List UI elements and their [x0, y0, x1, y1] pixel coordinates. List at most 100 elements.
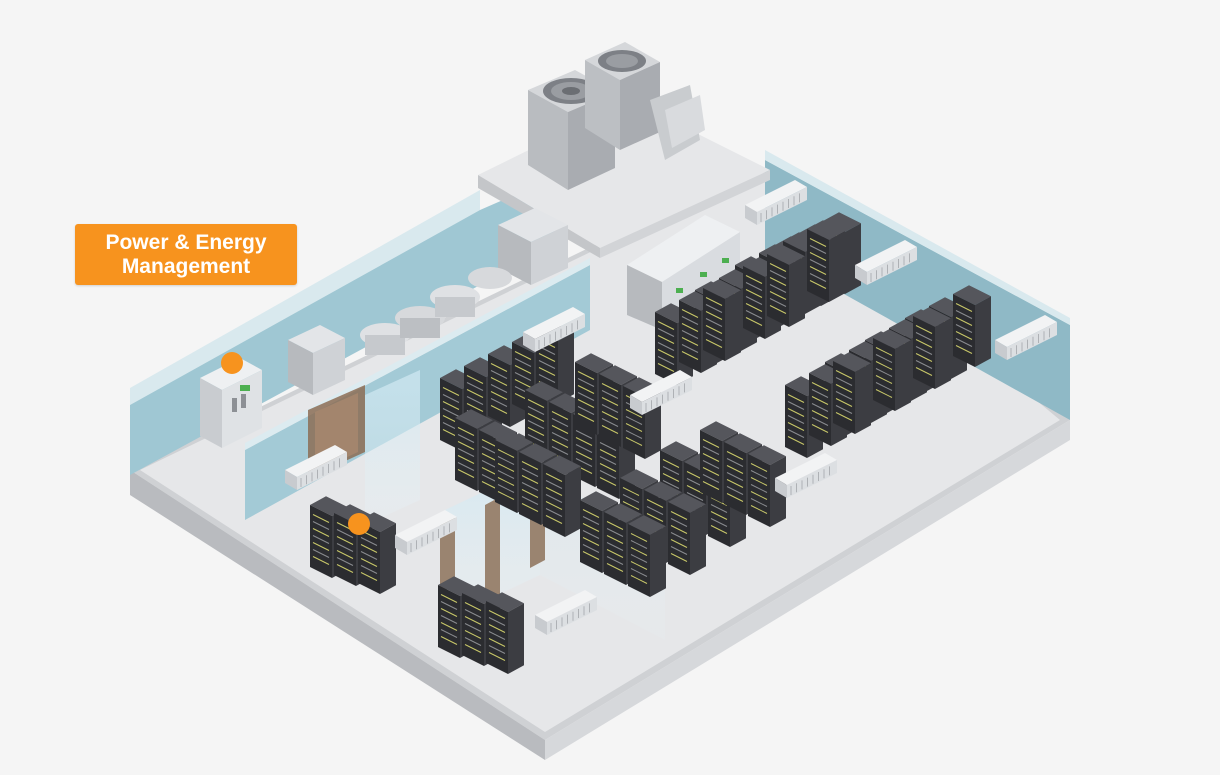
rack-unit-line: [622, 501, 640, 510]
rack-unit-line: [702, 453, 720, 462]
rack-unit-line: [606, 549, 624, 558]
rack-unit-line: [606, 521, 624, 530]
rack-unit-line: [601, 390, 619, 399]
rack-unit-line: [551, 411, 569, 420]
rack-unit-line: [702, 467, 720, 476]
rack-unit-line: [440, 608, 458, 617]
rack-unit-line: [809, 259, 827, 268]
rack-unit-line: [835, 398, 853, 407]
rack-unit-line: [545, 508, 563, 517]
rack-unit-line: [440, 601, 458, 610]
rack-unit-line: [577, 406, 595, 415]
rack-unit-line: [787, 415, 805, 424]
rack-unit-line: [750, 505, 768, 514]
rack-unit-line: [360, 572, 378, 581]
rack-unit-line: [915, 325, 933, 334]
ups-rack-hotspot[interactable]: [348, 513, 370, 535]
rack-unit-line: [488, 645, 506, 654]
rack-unit-line: [312, 542, 330, 551]
rack-unit-line: [601, 425, 619, 434]
rack-unit-line: [702, 439, 720, 448]
power-energy-management-callout[interactable]: Power & Energy Management: [75, 224, 297, 285]
rack-unit-line: [670, 511, 688, 520]
power-distribution-cabinet-hotspot[interactable]: [221, 352, 243, 374]
rack-unit-line: [809, 238, 827, 247]
rack-unit-line: [811, 417, 829, 426]
rack-unit-line: [336, 543, 354, 552]
rack-unit-line: [582, 551, 600, 560]
rack-unit-line: [582, 544, 600, 553]
rack-unit-line: [521, 496, 539, 505]
rack-unit-line: [599, 442, 617, 451]
rack-unit-line: [551, 418, 569, 427]
rack-unit-line: [705, 311, 723, 320]
rack-unit-line: [630, 554, 648, 563]
wall-ac-unit: [395, 510, 457, 555]
rack-unit-line: [662, 473, 680, 482]
rack-unit-line: [681, 351, 699, 360]
rack-unit-line: [787, 408, 805, 417]
rack-unit-line: [787, 422, 805, 431]
rack-unit-line: [769, 298, 787, 307]
rack-unit-line: [490, 405, 508, 414]
rack-unit-line: [457, 434, 475, 443]
rack-unit-line: [630, 561, 648, 570]
rack-unit-line: [875, 375, 893, 384]
rack-unit-line: [670, 518, 688, 527]
rack-unit-line: [875, 361, 893, 370]
rack-unit-line: [599, 456, 617, 465]
rack-unit-line: [835, 370, 853, 379]
rack-unit-line: [497, 449, 515, 458]
cooling-tower-unit: [528, 42, 705, 190]
rack-unit-line: [312, 514, 330, 523]
rack-unit-line: [497, 463, 515, 472]
rack-unit-line: [705, 332, 723, 341]
rack-unit-line: [336, 550, 354, 559]
rack-unit-line: [809, 273, 827, 282]
rack-unit-line: [705, 304, 723, 313]
rack-unit-line: [625, 416, 643, 425]
wall-ac-unit: [285, 445, 347, 490]
rack-unit-line: [835, 391, 853, 400]
rack-unit-line: [545, 473, 563, 482]
server-rack: [873, 329, 911, 411]
rack-unit-line: [599, 470, 617, 479]
rack-unit-line: [670, 532, 688, 541]
rack-unit-line: [545, 480, 563, 489]
server-rack: [703, 279, 741, 361]
rack-unit-line: [497, 456, 515, 465]
rack-unit-line: [457, 469, 475, 478]
rack-unit-line: [488, 624, 506, 633]
rack-unit-line: [769, 277, 787, 286]
rack-unit-line: [538, 374, 556, 383]
rack-unit-line: [442, 401, 460, 410]
rack-unit-line: [811, 389, 829, 398]
rack-unit-line: [955, 310, 973, 319]
rack-unit-line: [336, 536, 354, 545]
rack-unit-line: [769, 284, 787, 293]
rack-unit-line: [726, 493, 744, 502]
rack-unit-line: [657, 321, 675, 330]
rack-unit-line: [497, 477, 515, 486]
rack-unit-line: [809, 252, 827, 261]
rack-unit-line: [915, 367, 933, 376]
rack-unit-line: [622, 487, 640, 496]
rack-unit-line: [875, 389, 893, 398]
rack-unit-line: [538, 367, 556, 376]
rack-unit-line: [809, 266, 827, 275]
rack-unit-line: [915, 353, 933, 362]
rack-unit-line: [514, 351, 532, 360]
rack-unit-line: [360, 537, 378, 546]
rack-unit-line: [442, 408, 460, 417]
rack-unit-line: [464, 630, 482, 639]
rack-unit-line: [875, 354, 893, 363]
server-rack: [543, 455, 581, 537]
rack-unit-line: [745, 296, 763, 305]
rack-unit-line: [835, 412, 853, 421]
rack-unit-line: [577, 378, 595, 387]
rack-unit-line: [457, 448, 475, 457]
rack-unit-line: [575, 444, 593, 453]
rack-unit-line: [440, 629, 458, 638]
rack-unit-line: [490, 363, 508, 372]
rack-unit-line: [915, 360, 933, 369]
